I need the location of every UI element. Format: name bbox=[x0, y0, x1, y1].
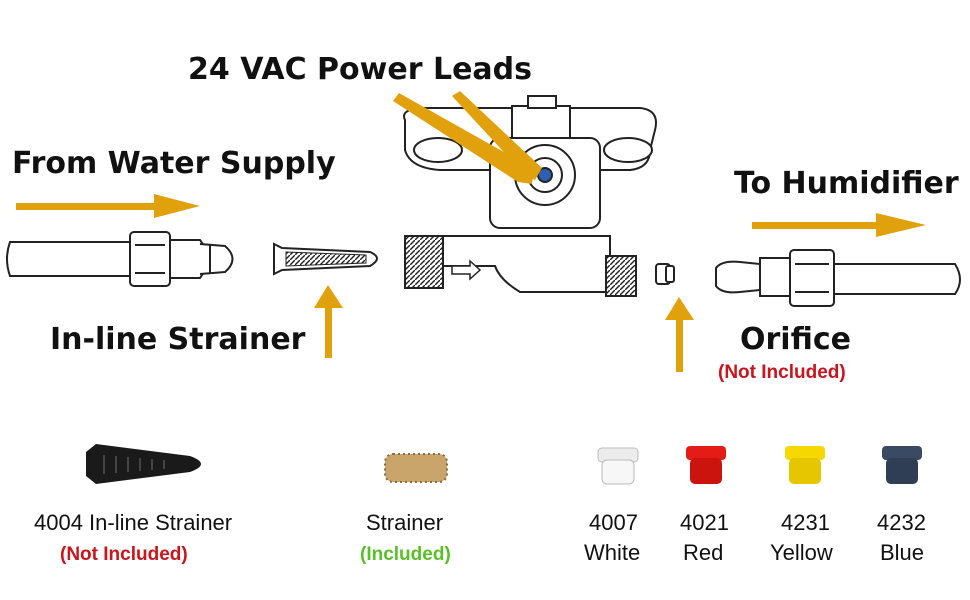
orifice-code-4007: 4007 bbox=[589, 510, 638, 535]
humidifier-arrow bbox=[752, 213, 926, 237]
strainer-photo bbox=[384, 453, 448, 483]
supply-pipe bbox=[6, 231, 234, 287]
inline-strainer-photo bbox=[86, 444, 201, 484]
orifice-white-icon bbox=[597, 447, 639, 485]
to-humidifier-label: To Humidifier bbox=[734, 166, 959, 201]
part-note-inline-strainer: (Not Included) bbox=[60, 544, 188, 565]
orifice-color-blue: Blue bbox=[880, 540, 925, 565]
power-lead-arrow-2 bbox=[452, 91, 542, 180]
orifice-code-4232: 4232 bbox=[877, 510, 926, 535]
orifice-pointer-arrow bbox=[665, 297, 694, 372]
part-name-strainer: Strainer bbox=[366, 510, 444, 535]
from-water-supply-label: From Water Supply bbox=[12, 146, 336, 181]
power-leads-label: 24 VAC Power Leads bbox=[188, 52, 532, 87]
orifice-not-included-note: (Not Included) bbox=[718, 362, 846, 383]
callout-arrows bbox=[16, 91, 926, 372]
inline-strainer-label: In-line Strainer bbox=[50, 322, 306, 357]
orifice-red-icon bbox=[686, 446, 726, 484]
part-name-inline-strainer: 4004 In-line Strainer bbox=[34, 510, 233, 535]
supply-arrow bbox=[16, 194, 200, 218]
power-lead-arrow-1 bbox=[393, 93, 534, 184]
orifice-label: Orifice bbox=[740, 322, 851, 357]
orifice-color-yellow: Yellow bbox=[770, 540, 833, 565]
orifice-color-red: Red bbox=[683, 540, 724, 565]
inline-strainer-part bbox=[273, 242, 378, 276]
orifice-part bbox=[655, 263, 675, 285]
strainer-pointer-arrow bbox=[314, 285, 343, 358]
orifice-code-4021: 4021 bbox=[680, 510, 729, 535]
part-note-strainer: (Included) bbox=[360, 544, 451, 565]
orifice-color-white: White bbox=[584, 540, 641, 565]
outlet-pipe bbox=[715, 249, 961, 307]
orifice-blue-icon bbox=[882, 446, 922, 484]
orifice-yellow-icon bbox=[785, 446, 825, 484]
orifice-code-4231: 4231 bbox=[781, 510, 830, 535]
